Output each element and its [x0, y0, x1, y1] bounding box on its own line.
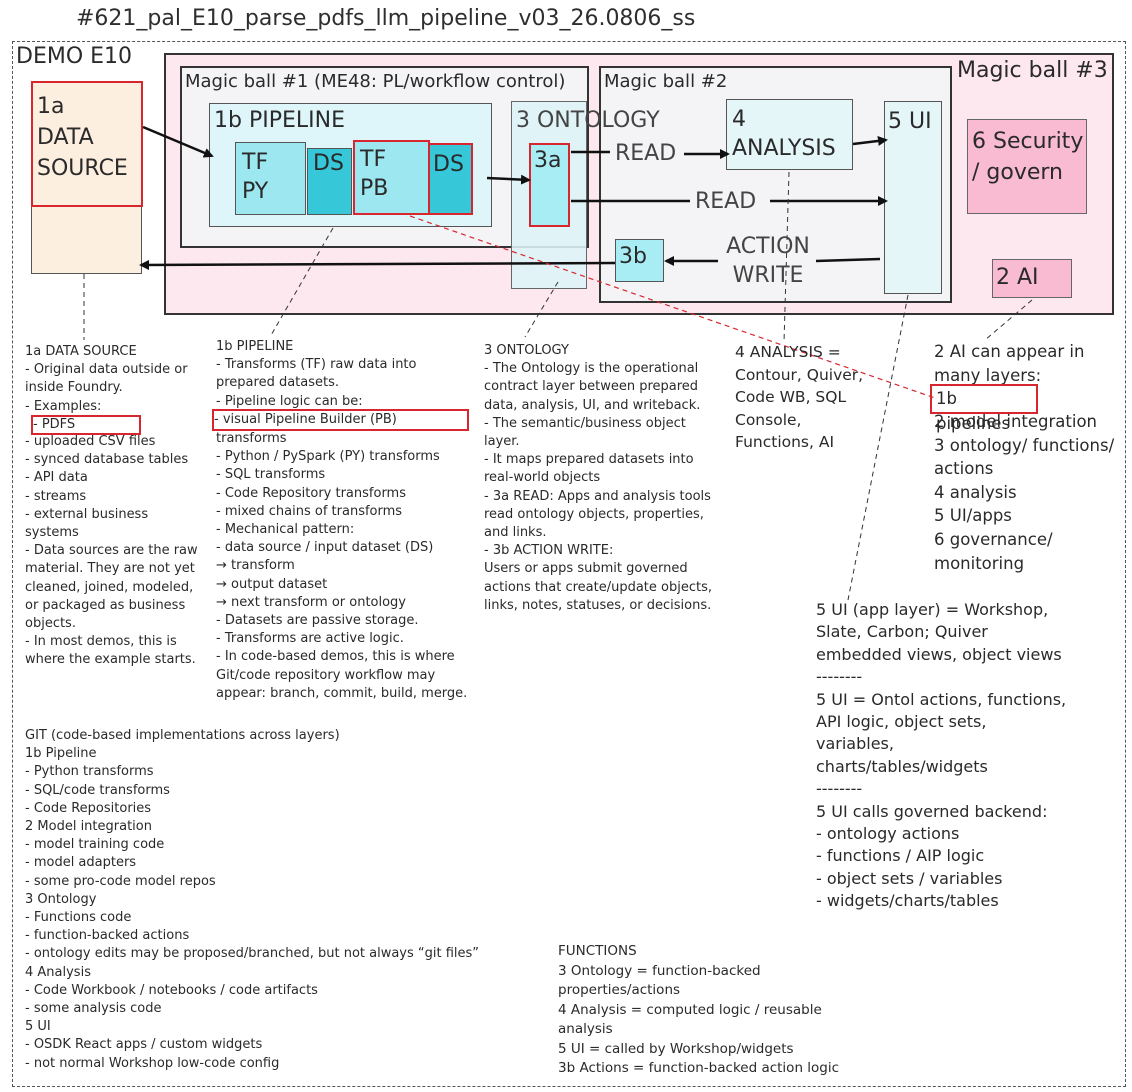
ai-label: 2 AI [996, 265, 1039, 290]
dash-ui [847, 294, 909, 601]
diagram-title: #621_pal_E10_parse_pdfs_llm_pipeline_v03… [76, 6, 696, 31]
dash-analysis [783, 171, 790, 343]
note-pipeline-pb: - visual Pipeline Builder (PB) [212, 409, 469, 431]
note-ai-head: 2 AI can appear in many layers: [934, 342, 1085, 385]
note-data-source-pdfs: - PDFS [31, 415, 141, 435]
demo-frame [12, 41, 1126, 1087]
magic-ball-1-label: Magic ball #1 (ME48: PL/workflow control… [185, 71, 566, 92]
analysis-box[interactable]: 4 ANALYSIS [726, 99, 853, 170]
magic-ball-3-label: Magic ball #3 [957, 58, 1108, 83]
ds-node-1[interactable] [307, 148, 352, 215]
arrow-source-to-pipeline [142, 125, 214, 158]
note-data-source-tail: - uploaded CSV files - synced database t… [25, 434, 198, 668]
red-dashed-link [409, 215, 936, 399]
note-data-source-head: 1a DATA SOURCE - Original data outside o… [25, 344, 188, 414]
dash-pipeline [269, 227, 334, 338]
ds-node-2[interactable] [428, 143, 473, 215]
node-3a-label: 3a [534, 148, 562, 173]
ds-node-1-label: DS [313, 151, 344, 176]
arrow-analysis-to-ui [852, 135, 888, 146]
note-ai-tail: 2 model integration 3 ontology/ function… [934, 412, 1115, 573]
note-analysis: 4 ANALYSIS = Contour, Quiver, Code WB, S… [735, 343, 864, 451]
arrow-ui-to-action [815, 257, 881, 263]
pipeline-label: 1b PIPELINE [214, 108, 345, 133]
action-write-label: ACTION WRITE [726, 234, 810, 288]
read-label-lower: READ [695, 189, 757, 214]
demo-label: DEMO E10 [16, 44, 133, 69]
ds-node-2-label: DS [433, 152, 464, 177]
tf-py-node[interactable]: TF PY [235, 142, 306, 215]
node-3b[interactable] [615, 239, 664, 282]
note-ai-pipelines: 1b pipelines [930, 384, 1038, 433]
security-box[interactable]: 6 Security / govern [967, 119, 1087, 214]
note-ontology: 3 ONTOLOGY - The Ontology is the operati… [484, 343, 713, 613]
ui-label: 5 UI [888, 109, 932, 134]
note-pipeline-head: 1b PIPELINE - Transforms (TF) raw data i… [216, 339, 417, 409]
ontology-label: 3 ONTOLOGY [516, 108, 660, 133]
dash-ai [984, 299, 1033, 341]
read-label-upper: READ [615, 141, 677, 166]
ontology-box[interactable] [511, 101, 587, 289]
note-ui: 5 UI (app layer) = Workshop, Slate, Carb… [816, 600, 1067, 911]
node-3b-label: 3b [619, 244, 647, 269]
dash-ontology [524, 281, 559, 338]
data-source-box[interactable]: 1a DATA SOURCE [31, 81, 143, 207]
ai-box[interactable] [992, 259, 1072, 298]
arrow-3b-to-source [139, 259, 616, 270]
magic-ball-2-label: Magic ball #2 [604, 71, 728, 92]
note-git: GIT (code-based implementations across l… [25, 728, 480, 1071]
note-functions: FUNCTIONS 3 Ontology = function-backed p… [558, 943, 840, 1076]
arrow-pipeline-to-3a [486, 174, 531, 185]
note-pipeline-tail: transforms - Python / PySpark (PY) trans… [216, 431, 468, 701]
node-3a[interactable] [529, 143, 570, 227]
tf-pb-node[interactable]: TF PB [353, 140, 430, 215]
